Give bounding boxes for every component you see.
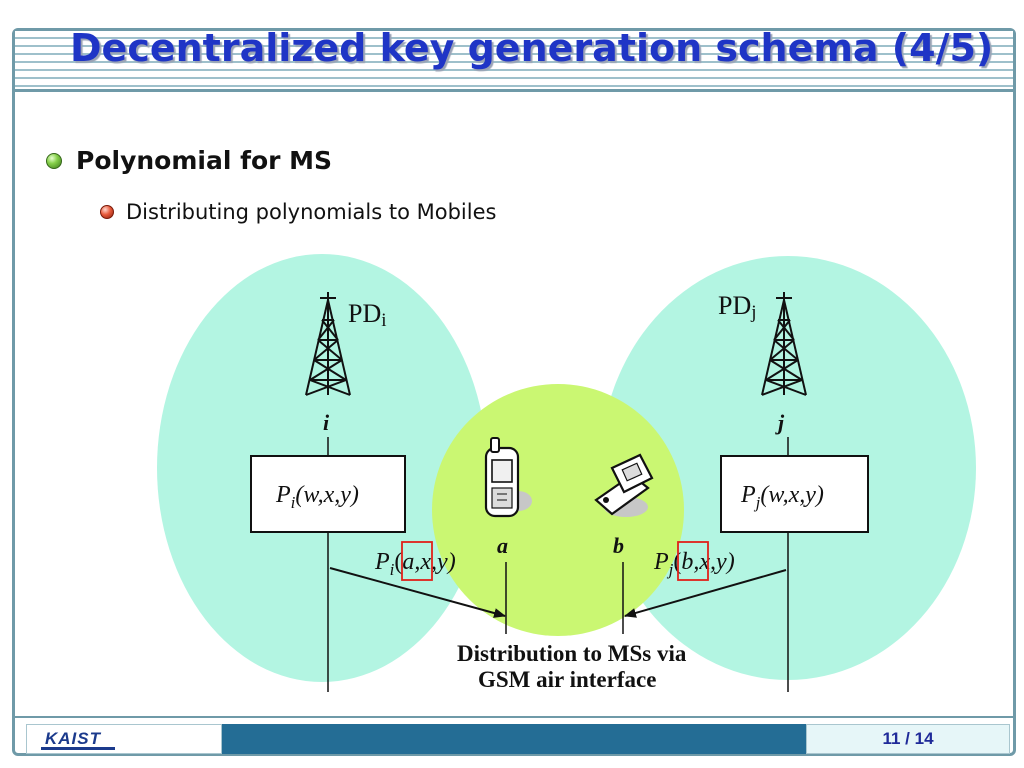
label-pd-i: PDi [348, 299, 387, 331]
logo-text: KAIST [45, 729, 101, 748]
label-pd-j: PDj [718, 291, 757, 323]
bullet-polynomial-ms: Polynomial for MS [46, 146, 332, 175]
green-bullet-icon [46, 152, 62, 169]
logo-swoosh [41, 747, 115, 750]
footer-band [222, 724, 806, 754]
phone-a-icon [484, 437, 532, 518]
tower-j-icon [761, 292, 807, 396]
slide-title: Decentralized key generation schema (4/5… [70, 26, 994, 70]
arrow-to-a [329, 567, 506, 618]
page-number: 11 / 14 [806, 724, 1010, 754]
poly-box-j [720, 455, 869, 533]
bullet-distributing: Distributing polynomials to Mobiles [100, 200, 496, 224]
node-label-j: j [775, 410, 785, 435]
poly-b-label: Pj(b,x,y) [653, 549, 735, 579]
kaist-logo: KAIST [26, 724, 222, 754]
sub-bullet-text: Distributing polynomials to Mobiles [126, 200, 497, 224]
mobile-label-b: b [613, 533, 624, 558]
caption-line-1: Distribution to MSs via [457, 641, 687, 666]
header-stripes [15, 31, 1013, 89]
slide-footer: KAIST 11 / 14 [12, 716, 1016, 756]
node-label-i: i [323, 410, 330, 435]
poly-box-i-text: Pi(w,x,y) [275, 482, 359, 512]
arrow-to-b [624, 569, 787, 618]
phone-b-icon [594, 453, 654, 517]
highlight-b-box [677, 541, 709, 581]
highlight-a-box [401, 541, 433, 581]
bullet-text: Polynomial for MS [76, 146, 333, 175]
poly-box-j-text: Pj(w,x,y) [740, 482, 824, 512]
header-rule [15, 89, 1013, 92]
caption-line-2: GSM air interface [478, 667, 656, 692]
mobile-label-a: a [497, 533, 508, 558]
poly-box-i [250, 455, 406, 533]
tower-i-icon [305, 292, 351, 396]
poly-a-label: Pi(a,x,y) [374, 549, 456, 579]
red-bullet-icon [100, 205, 114, 219]
